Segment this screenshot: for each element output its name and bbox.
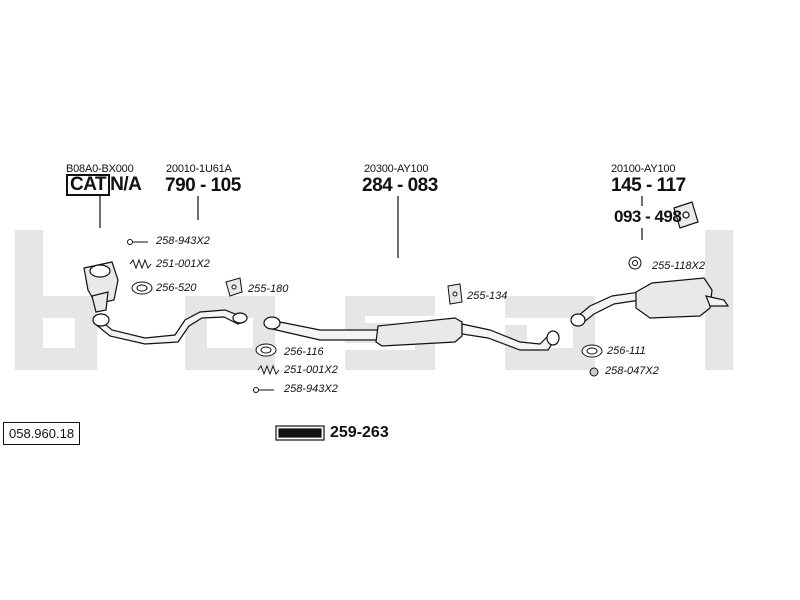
kit-number: 259-263	[330, 424, 389, 441]
oe-number: 20010-1U61A	[166, 163, 232, 175]
bolt-icon	[127, 239, 148, 245]
fitting-label: 255-134	[467, 290, 508, 302]
centre-silencer-icon	[263, 316, 560, 351]
bracket-icon	[673, 201, 699, 229]
fitting-label: 256-520	[156, 282, 197, 294]
bosal-kit-badge-icon	[275, 425, 325, 441]
oe-number: 20300-AY100	[364, 163, 429, 175]
fitting-label: 251-001X2	[284, 364, 338, 376]
fitting-label: 258-943X2	[156, 235, 210, 247]
gasket-icon	[581, 344, 603, 358]
bolt-icon	[253, 387, 274, 393]
catalogue-reference: 058.960.18	[3, 422, 81, 445]
oe-number: 20100-AY100	[611, 163, 676, 175]
cat-box: CAT	[66, 174, 111, 196]
gasket-icon	[131, 281, 153, 295]
catalytic-converter-icon	[83, 261, 119, 313]
part-number: 790 - 105	[165, 175, 241, 196]
nut-icon	[589, 367, 599, 377]
rubber-mount-icon	[225, 277, 243, 297]
fitting-label: 258-943X2	[284, 383, 338, 395]
rubber-ring-icon	[628, 256, 642, 270]
fitting-label: 255-180	[248, 283, 289, 295]
gasket-icon	[255, 343, 277, 357]
fitting-label: 256-116	[284, 346, 324, 358]
fitting-label: 255-118X2	[652, 260, 706, 272]
fitting-label: 258-047X2	[605, 365, 659, 377]
rubber-mount-icon	[447, 283, 463, 305]
fitting-label: 251-001X2	[156, 258, 210, 270]
spring-icon	[129, 258, 152, 270]
bracket-part-number: 093 - 498	[614, 207, 682, 226]
fitting-label: 256-111	[607, 345, 646, 357]
spring-icon	[257, 364, 280, 376]
part-number: 145 - 117	[611, 175, 686, 196]
part-number-value: N/A	[110, 174, 142, 195]
front-pipe-icon	[92, 309, 248, 345]
oe-number: B08A0-BX000	[66, 163, 134, 175]
part-number: 284 - 083	[362, 175, 438, 196]
rear-silencer-icon	[570, 277, 730, 327]
